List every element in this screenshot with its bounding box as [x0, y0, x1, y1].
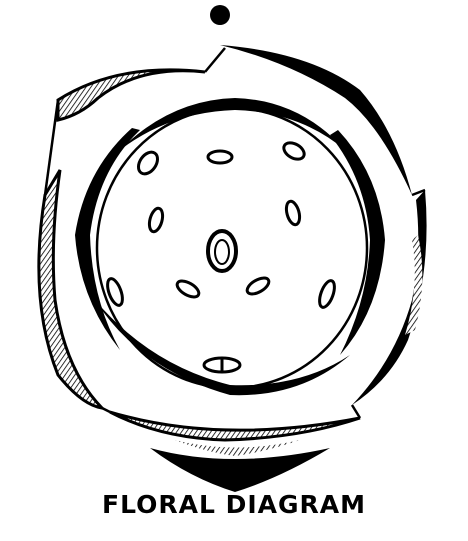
stamen: [147, 206, 165, 234]
bract: [150, 448, 330, 492]
petal: [120, 98, 345, 150]
stamen: [175, 279, 201, 299]
stamen: [282, 141, 306, 161]
diagram-caption: FLORAL DIAGRAM: [102, 490, 366, 519]
stamen: [206, 149, 234, 165]
petal: [95, 300, 350, 396]
bract-hatch: [175, 440, 300, 456]
ovary: [206, 229, 238, 273]
stamen: [318, 279, 336, 309]
sepal: [405, 235, 423, 335]
inner-stamens: [175, 276, 271, 299]
stamen: [106, 277, 124, 307]
petal: [75, 128, 140, 350]
stamen: [136, 150, 160, 176]
petal: [330, 130, 385, 355]
sepal: [37, 169, 107, 411]
stamen: [284, 199, 302, 227]
sepal: [56, 68, 206, 122]
sepal: [220, 45, 412, 195]
axis-dot: [210, 5, 230, 25]
sepal: [109, 410, 361, 442]
stamen: [245, 276, 271, 296]
sepal: [352, 190, 427, 405]
outer-stamens: [106, 141, 336, 374]
outer-sepal-whorl: [37, 45, 427, 442]
petal-whorl: [75, 98, 385, 396]
